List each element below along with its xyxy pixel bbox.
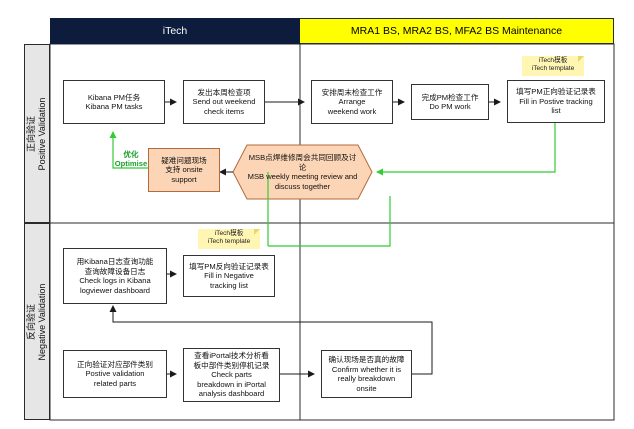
node-text: 安排周末检查工作 [321, 87, 383, 97]
node-text: 查看iPortal技术分析看 [194, 351, 269, 361]
node-fill-positive-list: 填写PM正向验证记录表 Fill in Postive tracking lis… [507, 80, 605, 123]
phase-positive-validation: 正向验证 Positive Validation [24, 44, 50, 223]
node-onsite-support: 疑难问题现场 支持 onsite support [148, 148, 220, 192]
node-arrange-weekend-work: 安排周末检查工作 Arrange weekend work [311, 80, 393, 124]
node-text: Arrange [338, 97, 366, 107]
node-confirm-breakdown-onsite: 确认现场是否真的故障 Confirm whether it is really … [321, 350, 412, 398]
feedback-positive-to-review [376, 123, 556, 176]
node-text: 完成PM检查工作 [421, 92, 479, 102]
node-text: tracking list [210, 280, 248, 290]
note-text: iTech template [531, 65, 575, 72]
phase-negative-label: 反向验证 Negative Validation [26, 283, 48, 360]
feedback-optimise [109, 131, 148, 169]
node-text: really breakdown [337, 374, 396, 383]
label-optimise-zh: 优化 [123, 150, 139, 159]
node-text: Kibana PM任务 [87, 92, 141, 102]
node-text: Fill in Postive tracking [519, 96, 593, 106]
note-text: iTech模板 [214, 230, 244, 237]
node-text: Check parts [211, 370, 252, 380]
phase-positive-en: Positive Validation [37, 97, 47, 170]
node-text: analysis dashboard [198, 389, 265, 399]
node-text: 用Kibana日志查询功能 [76, 257, 154, 266]
node-kibana-pm-tasks: Kibana PM任务 Kibana PM tasks [63, 80, 165, 124]
node-fill-negative-list: 填写PM反向验证记录表 Fill in Negative tracking li… [183, 255, 275, 297]
node-text: 疑难问题现场 [161, 155, 207, 165]
lane-header-itech: iTech [50, 18, 300, 44]
node-text: Kibana PM tasks [85, 102, 143, 111]
lane-header-maintenance-label: MRA1 BS, MRA2 BS, MFA2 BS Maintenance [350, 25, 563, 37]
label-optimise-en: Optimise [114, 159, 148, 168]
label-optimise: 优化 Optimise [110, 150, 152, 168]
node-send-weekend-items: 发出本周检查项 Send out weekend check items [183, 80, 265, 124]
node-text: 板中部件类别停机记录 [193, 360, 270, 370]
phase-positive-label: 正向验证 Positive Validation [26, 97, 48, 170]
note-text: iTech模板 [538, 57, 568, 64]
node-text: list [551, 106, 561, 116]
phase-negative-zh: 反向验证 [26, 303, 36, 340]
node-text: 正向验证对应部件类别 [77, 359, 153, 369]
node-text: 支持 onsite [165, 165, 203, 175]
node-text: 填写PM反向验证记录表 [189, 261, 269, 271]
node-text: Fill in Negative [204, 271, 254, 281]
node-text: Do PM work [429, 102, 471, 111]
node-text: Send out weekend [192, 97, 256, 107]
node-text: MSB weekly meeting review and [247, 172, 358, 181]
node-check-parts-breakdown: 查看iPortal技术分析看 板中部件类别停机记录 Check parts br… [183, 348, 280, 402]
node-text: related parts [93, 378, 137, 388]
node-text: check items [203, 106, 245, 116]
node-text: support [171, 174, 197, 184]
note-itech-template-negative: iTech模板 iTech template [198, 229, 260, 249]
node-text: Postive validation [85, 369, 145, 379]
node-text: 发出本周检查项 [197, 87, 251, 97]
node-do-pm-work: 完成PM检查工作 Do PM work [411, 84, 489, 120]
phase-negative-en: Negative Validation [37, 283, 47, 360]
feedback-negative-link [268, 196, 391, 247]
note-text: iTech template [207, 238, 251, 245]
node-text: weekend work [327, 106, 377, 116]
node-msb-weekly-review: MSB点焊维修周会共同回顾及讨论 MSB weekly meeting revi… [246, 148, 359, 196]
node-text: Confirm whether it is [331, 364, 402, 374]
node-text: logviewer dashboard [79, 285, 151, 295]
node-text: Check logs in Kibana [79, 276, 151, 285]
node-text: discuss together [274, 181, 331, 191]
lane-header-maintenance: MRA1 BS, MRA2 BS, MFA2 BS Maintenance [300, 18, 614, 44]
phase-positive-zh: 正向验证 [26, 115, 36, 152]
node-text: onsite [356, 383, 377, 393]
phase-negative-validation: 反向验证 Negative Validation [24, 223, 50, 420]
node-text: 填写PM正向验证记录表 [516, 87, 596, 97]
lane-frame [49, 43, 615, 421]
node-text: 查询故障设备日志 [84, 266, 146, 276]
node-text: breakdown in iPortal [197, 379, 266, 389]
flow-confirm-to-logs [109, 305, 433, 375]
node-text: 确认现场是否真的故障 [328, 355, 405, 364]
node-positive-related-parts: 正向验证对应部件类别 Postive validation related pa… [63, 350, 167, 398]
lane-header-itech-label: iTech [162, 25, 188, 37]
note-itech-template-positive: iTech模板 iTech template [522, 56, 584, 76]
node-text: MSB点焊维修周会共同回顾及讨论 [248, 153, 357, 172]
node-check-kibana-logs: 用Kibana日志查询功能 查询故障设备日志 Check logs in Kib… [63, 248, 167, 304]
